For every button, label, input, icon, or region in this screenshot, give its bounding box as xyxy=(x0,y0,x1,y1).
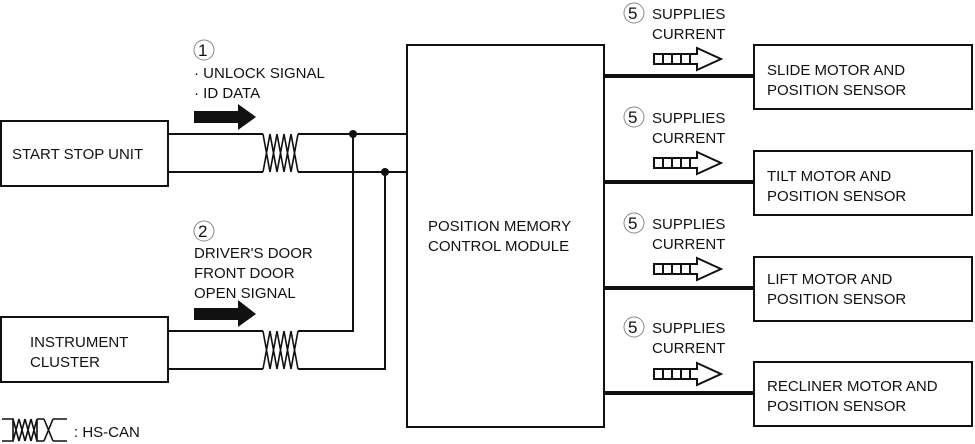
start-stop-unit-label: START STOP UNIT xyxy=(12,146,143,163)
signal-1-line-2: · ID DATA xyxy=(194,85,260,102)
lift-motor-box xyxy=(753,256,973,322)
signal-1-annotation: 1 · UNLOCK SIGNAL · ID DATA xyxy=(193,39,325,130)
solid-arrow-right-icon xyxy=(194,300,256,327)
number-circle-icon xyxy=(623,106,645,128)
recliner-motor-box xyxy=(753,361,973,427)
hollow-dashed-arrow-right-icon xyxy=(653,361,724,387)
twisted-pair-icon xyxy=(2,418,67,442)
number-circle-icon xyxy=(623,316,645,338)
instrument-cluster: INSTRUMENT CLUSTER xyxy=(0,316,169,383)
pmcm-label-1: POSITION MEMORY xyxy=(428,218,571,235)
signal-1-line-1: · UNLOCK SIGNAL xyxy=(194,65,325,82)
junction-dot-icon xyxy=(349,130,357,138)
output-label-1: SUPPLIES xyxy=(652,216,725,233)
hollow-dashed-arrow-right-icon xyxy=(653,46,724,72)
signal-2-annotation: 2 DRIVER'S DOOR FRONT DOOR OPEN SIGNAL xyxy=(193,220,313,327)
tilt-motor-label-1: TILT MOTOR AND xyxy=(767,168,891,185)
output-label-2: CURRENT xyxy=(652,340,725,357)
output-label-1: SUPPLIES xyxy=(652,110,725,127)
slide-motor-label-2: POSITION SENSOR xyxy=(767,82,906,99)
output-lift: 5 SUPPLIES CURRENT LIFT MOTOR AND POSITI… xyxy=(604,212,973,322)
number-circle-icon xyxy=(623,2,645,24)
hollow-dashed-arrow-right-icon xyxy=(653,256,724,282)
output-number: 5 xyxy=(628,108,637,127)
lift-motor-label-1: LIFT MOTOR AND xyxy=(767,271,892,288)
signal-2-line-1: DRIVER'S DOOR xyxy=(194,245,313,262)
recliner-motor-label-1: RECLINER MOTOR AND xyxy=(767,378,938,395)
legend-label: : HS-CAN xyxy=(74,424,140,441)
output-label-2: CURRENT xyxy=(652,130,725,147)
slide-motor-box xyxy=(753,44,973,110)
position-memory-control-module: POSITION MEMORY CONTROL MODULE xyxy=(406,44,605,428)
recliner-motor-label-2: POSITION SENSOR xyxy=(767,398,906,415)
output-slide: 5 SUPPLIES CURRENT SLIDE MOTOR AND POSIT… xyxy=(604,2,973,110)
output-label-1: SUPPLIES xyxy=(652,320,725,337)
number-circle-icon xyxy=(193,39,215,61)
signal-2-number: 2 xyxy=(198,222,207,241)
legend: : HS-CAN xyxy=(2,418,140,442)
slide-motor-label-1: SLIDE MOTOR AND xyxy=(767,62,905,79)
output-recliner: 5 SUPPLIES CURRENT RECLINER MOTOR AND PO… xyxy=(604,316,973,427)
hollow-dashed-arrow-right-icon xyxy=(653,150,724,176)
output-tilt: 5 SUPPLIES CURRENT TILT MOTOR AND POSITI… xyxy=(604,106,973,216)
hs-can-bus-2 xyxy=(168,134,386,370)
signal-2-line-3: OPEN SIGNAL xyxy=(194,285,296,302)
output-label-2: CURRENT xyxy=(652,26,725,43)
output-label-2: CURRENT xyxy=(652,236,725,253)
output-number: 5 xyxy=(628,318,637,337)
twisted-pair-icon xyxy=(262,330,299,370)
signal-1-number: 1 xyxy=(198,41,207,60)
signal-2-line-2: FRONT DOOR xyxy=(194,265,295,282)
tilt-motor-label-2: POSITION SENSOR xyxy=(767,188,906,205)
number-circle-icon xyxy=(623,212,645,234)
solid-arrow-right-icon xyxy=(194,104,256,130)
twisted-pair-icon xyxy=(262,133,299,173)
output-label-1: SUPPLIES xyxy=(652,6,725,23)
junction-dot-icon xyxy=(381,168,389,176)
pmcm-label-2: CONTROL MODULE xyxy=(428,238,569,255)
instrument-cluster-label-2: CLUSTER xyxy=(30,354,100,371)
number-circle-icon xyxy=(193,220,215,242)
output-number: 5 xyxy=(628,214,637,233)
output-number: 5 xyxy=(628,4,637,23)
lift-motor-label-2: POSITION SENSOR xyxy=(767,291,906,308)
instrument-cluster-label-1: INSTRUMENT xyxy=(30,334,128,351)
start-stop-unit: START STOP UNIT xyxy=(0,120,169,187)
hs-can-bus-1 xyxy=(168,133,407,173)
tilt-motor-box xyxy=(753,150,973,216)
